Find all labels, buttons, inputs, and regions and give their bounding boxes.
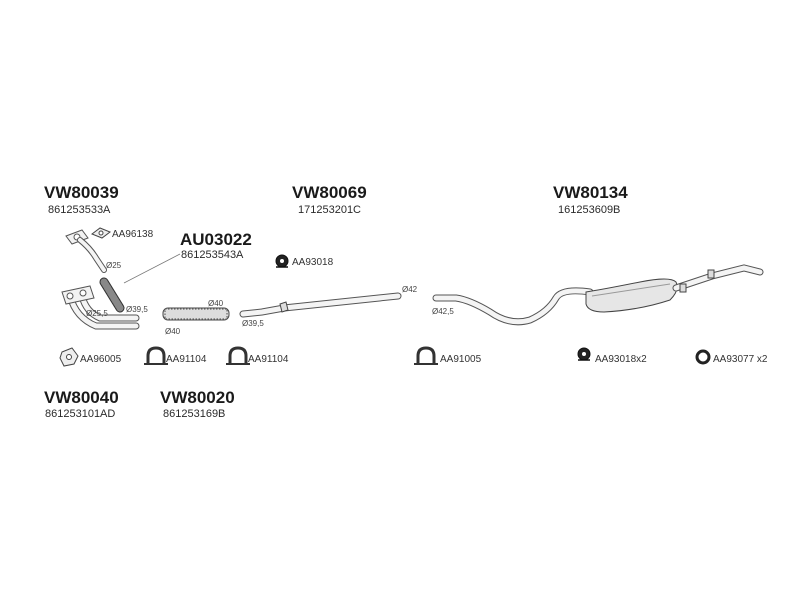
acc-label-aa91104: AA91104: [248, 354, 289, 365]
gasket-part: [65, 229, 89, 245]
acc-label-aa96005: AA96005: [80, 354, 122, 365]
oe-number-861253533a: 861253533A: [48, 204, 111, 216]
part-number-vw80134: VW80134: [553, 183, 628, 202]
acc-label-aa91005: AA91005: [440, 354, 482, 365]
acc-label-aa93018x2: AA93018x2: [595, 354, 647, 365]
rear-silencer-part: [432, 264, 764, 326]
acc-label-aa93018: AA93018: [292, 257, 334, 268]
pipe-clamp-icon: [144, 346, 168, 365]
oe-number-171253201c: 171253201C: [298, 204, 361, 216]
part-number-vw80069: VW80069: [292, 183, 367, 202]
front-pipe-part: [61, 285, 140, 330]
rubber-ring-icon: [695, 349, 711, 365]
corrugated-pipe-part: [162, 307, 230, 321]
dim-label: Ø25,5: [86, 309, 108, 318]
part-number-vw80040: VW80040: [44, 388, 119, 407]
oe-number-861253169b: 861253169B: [163, 408, 225, 420]
pipe-clamp-icon: [226, 346, 250, 365]
dim-label: Ø40: [165, 327, 181, 336]
acc-label-aa91104: AA91104: [166, 354, 207, 365]
dim-label: Ø40: [208, 299, 224, 308]
middle-pipe-part: [239, 292, 402, 318]
rubber-mount-icon: [275, 254, 289, 268]
acc-label-aa93077: AA93077 x2: [713, 354, 768, 365]
part-number-au03022: AU03022: [180, 230, 252, 249]
oe-number-861253543a: 861253543A: [181, 249, 244, 261]
pipe-clamp-icon: [414, 346, 438, 365]
dim-label: Ø42,5: [432, 307, 454, 316]
part-number-vw80020: VW80020: [160, 388, 235, 407]
flex-pipe-part: [99, 277, 125, 313]
dim-label: Ø25: [106, 261, 122, 270]
dim-label: Ø39,5: [126, 305, 148, 314]
gasket-icon: [59, 347, 79, 367]
oe-number-861253101ad: 861253101AD: [45, 408, 115, 420]
oe-number-161253609b: 161253609B: [558, 204, 620, 216]
acc-label-aa96138: AA96138: [112, 229, 154, 240]
flange-gasket-icon: [90, 227, 112, 239]
dim-label: Ø42: [402, 285, 418, 294]
dim-label: Ø39,5: [242, 319, 264, 328]
part-number-vw80039: VW80039: [44, 183, 119, 202]
rubber-mount-icon: [577, 347, 591, 361]
leader-line: [123, 253, 181, 284]
